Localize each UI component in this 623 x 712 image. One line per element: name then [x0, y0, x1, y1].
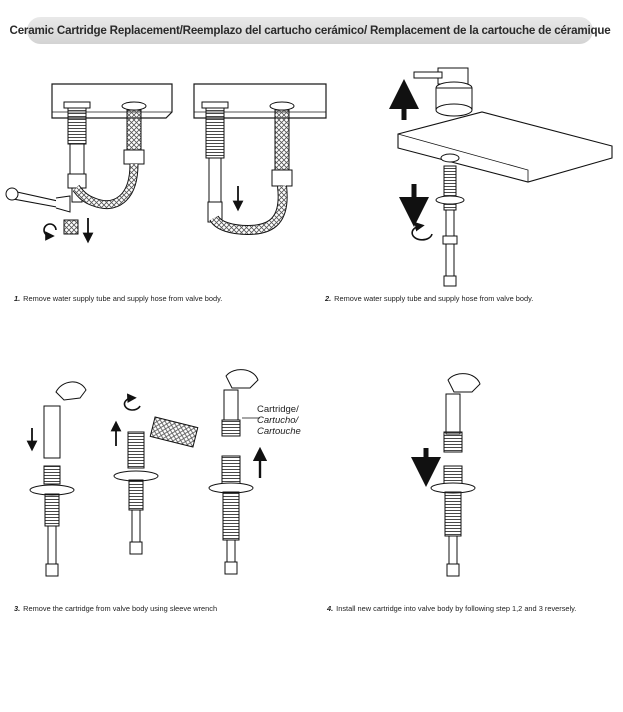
- page-title-banner: Ceramic Cartridge Replacement/Reemplazo …: [10, 17, 611, 44]
- step-3-text: Remove the cartridge from valve body usi…: [23, 604, 218, 613]
- valve-body-b: [121, 101, 147, 165]
- valve-body-c: [201, 101, 229, 223]
- callout-line-en: Cartridge/: [257, 404, 299, 415]
- step-2-illustration: [384, 50, 614, 290]
- page-title: Ceramic Cartridge Replacement/Reemplazo …: [9, 24, 611, 37]
- sleeve-wrench-a: [43, 405, 61, 459]
- step-2-number: 2.: [325, 294, 332, 303]
- step-2-caption: 2.Remove water supply tube and supply ho…: [325, 294, 533, 303]
- step-3-caption: 3.Remove the cartridge from valve body u…: [14, 604, 217, 613]
- wrench-icon: [5, 187, 71, 213]
- step-3-number: 3.: [14, 604, 21, 613]
- step-4-illustration: [410, 368, 510, 588]
- rotate-arrow-icon: [123, 393, 141, 411]
- hand-icon: [55, 381, 87, 401]
- hand-icon: [447, 373, 481, 393]
- callout-line-fr: Cartouche: [257, 426, 301, 437]
- faucet-supply-removal-drawing: [5, 83, 327, 244]
- sleeve-wrench-b: [149, 416, 199, 448]
- step-1-illustration: [4, 70, 334, 280]
- valve-stem: [435, 165, 465, 287]
- hand-icon: [225, 369, 259, 389]
- rotate-arrow-icon: [411, 221, 433, 241]
- step-2-text: Remove water supply tube and supply hose…: [334, 294, 534, 303]
- cartridge-icon: [221, 389, 241, 437]
- step-1-text: Remove water supply tube and supply hose…: [23, 294, 223, 303]
- step-1-number: 1.: [14, 294, 21, 303]
- cartridge-callout: Cartridge/ Cartucho/ Cartouche: [257, 404, 301, 437]
- countertop-right: [193, 83, 327, 119]
- step-4-number: 4.: [327, 604, 334, 613]
- callout-line-es: Cartucho/: [257, 415, 299, 426]
- valve-assembly-c: [208, 455, 254, 575]
- step-3-illustration: [10, 366, 310, 586]
- valve-assembly-b: [113, 431, 159, 555]
- valve-assembly-a: [29, 465, 75, 577]
- faucet-handle-body: [413, 67, 473, 117]
- cartridge-icon: [443, 393, 463, 453]
- nut-detail: [63, 219, 79, 235]
- valve-body-d: [269, 101, 295, 187]
- countertop-slab: [397, 111, 613, 183]
- step-1-caption: 1.Remove water supply tube and supply ho…: [14, 294, 222, 303]
- step-4-text: Install new cartridge into valve body by…: [336, 604, 577, 613]
- cartridge-install-drawing: [411, 373, 481, 577]
- cartridge-removal-drawing: [26, 369, 268, 577]
- valve-body-a: [63, 101, 91, 203]
- faucet-lift-drawing: [389, 67, 613, 287]
- valve-assembly-d: [430, 465, 476, 577]
- step-4-caption: 4.Install new cartridge into valve body …: [327, 604, 576, 613]
- rotate-arrow-icon: [43, 223, 57, 241]
